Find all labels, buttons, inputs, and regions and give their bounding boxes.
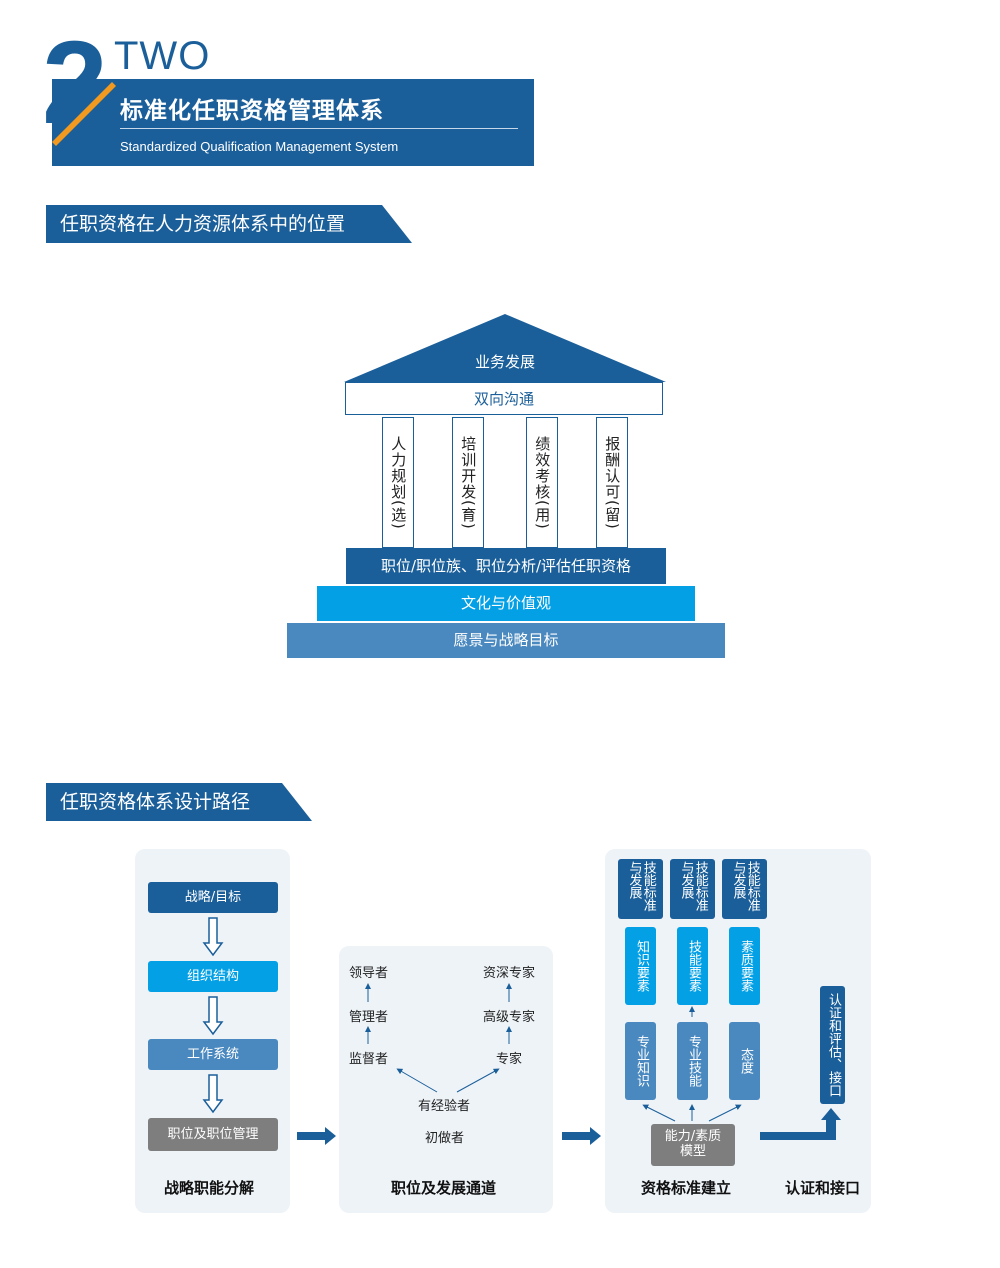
skill-standard-box: 技能标准与发展 (618, 859, 663, 919)
professional-knowledge-label: 专业知识 (633, 1035, 649, 1087)
step-work-system: 工作系统 (148, 1039, 278, 1070)
track-leader: 领导者 (349, 966, 389, 981)
track-senior-expert: 资深专家 (483, 966, 536, 981)
panel4-caption: 认证和接口 (785, 1179, 861, 1197)
banner-title: 标准化任职资格管理体系 (120, 98, 384, 124)
quality-element-label: 素质要素 (737, 940, 753, 992)
foundation-bottom: 愿景与战略目标 (287, 623, 725, 658)
step-strategy-goal: 战略/目标 (148, 882, 278, 913)
panel1-caption: 战略职能分解 (164, 1179, 255, 1197)
competency-model-box: 能力/素质 模型 (651, 1124, 735, 1166)
orange-accent-stripe (52, 82, 116, 146)
right-arrow-icon (562, 1127, 601, 1145)
competency-model-line1: 能力/素质 (664, 1129, 722, 1145)
skill-element-box: 技能要素 (677, 927, 708, 1005)
skill-standard-label: 技能标准与发展 (730, 861, 760, 911)
step-position-management: 职位及职位管理 (148, 1118, 278, 1151)
pillar-label: 绩效考核(用) (533, 435, 552, 530)
skill-standard-box: 技能标准与发展 (722, 859, 767, 919)
certification-label: 认证和评估、接口 (825, 993, 841, 1097)
level-beginner: 初做者 (425, 1131, 465, 1146)
pillar-label: 报酬认可(留) (603, 435, 622, 530)
attitude-box: 态度 (729, 1022, 760, 1100)
temple-roof (344, 314, 666, 382)
skill-standard-label: 技能标准与发展 (626, 861, 656, 911)
knowledge-element-box: 知识要素 (625, 927, 656, 1005)
pillar-compensation: 报酬认可(留) (596, 417, 628, 548)
hollow-down-arrow (202, 1074, 224, 1114)
step-org-structure: 组织结构 (148, 961, 278, 992)
track-expert: 专家 (496, 1052, 523, 1067)
hollow-down-arrow (202, 917, 224, 957)
track-supervisor: 监督者 (349, 1052, 389, 1067)
pillar-label: 人力规划(选) (389, 435, 408, 530)
competency-arrows (642, 1006, 742, 1122)
panel-career-channel (339, 946, 553, 1213)
certification-box: 认证和评估、接口 (820, 986, 845, 1104)
foundation-middle: 文化与价值观 (317, 586, 695, 621)
professional-skill-label: 专业技能 (685, 1035, 701, 1087)
temple-beam: 双向沟通 (345, 382, 663, 415)
level-experienced: 有经验者 (418, 1099, 471, 1114)
skill-standard-box: 技能标准与发展 (670, 859, 715, 919)
professional-skill-box: 专业技能 (677, 1022, 708, 1100)
section2-tag: 任职资格体系设计路径 (46, 783, 312, 821)
banner-divider (120, 128, 518, 129)
foundation-top: 职位/职位族、职位分析/评估任职资格 (346, 548, 666, 584)
panel2-caption: 职位及发展通道 (391, 1179, 497, 1197)
banner-subtitle: Standardized Qualification Management Sy… (120, 139, 399, 154)
track-advanced-expert: 高级专家 (483, 1010, 536, 1025)
title-banner: 标准化任职资格管理体系 Standardized Qualification M… (52, 79, 534, 166)
professional-knowledge-box: 专业知识 (625, 1022, 656, 1100)
quality-element-box: 素质要素 (729, 927, 760, 1005)
right-arrow-icon (297, 1127, 336, 1145)
knowledge-element-label: 知识要素 (633, 940, 649, 992)
panel3-caption: 资格标准建立 (641, 1179, 732, 1197)
up-turn-arrow-icon (760, 1108, 841, 1140)
section-number-word: TWO (114, 34, 211, 78)
pillar-performance: 绩效考核(用) (526, 417, 558, 548)
skill-standard-label: 技能标准与发展 (678, 861, 708, 911)
track-manager: 管理者 (349, 1010, 389, 1025)
attitude-label: 态度 (737, 1048, 753, 1074)
pillar-label: 培训开发(育) (459, 435, 478, 530)
hollow-down-arrow (202, 996, 224, 1036)
section1-tag: 任职资格在人力资源体系中的位置 (46, 205, 412, 243)
competency-model-line2: 模型 (679, 1144, 706, 1159)
pillar-hr-planning: 人力规划(选) (382, 417, 414, 548)
pillar-training: 培训开发(育) (452, 417, 484, 548)
career-path-arrows (365, 983, 512, 1093)
temple-roof-label: 业务发展 (474, 353, 535, 371)
skill-element-label: 技能要素 (685, 940, 701, 992)
